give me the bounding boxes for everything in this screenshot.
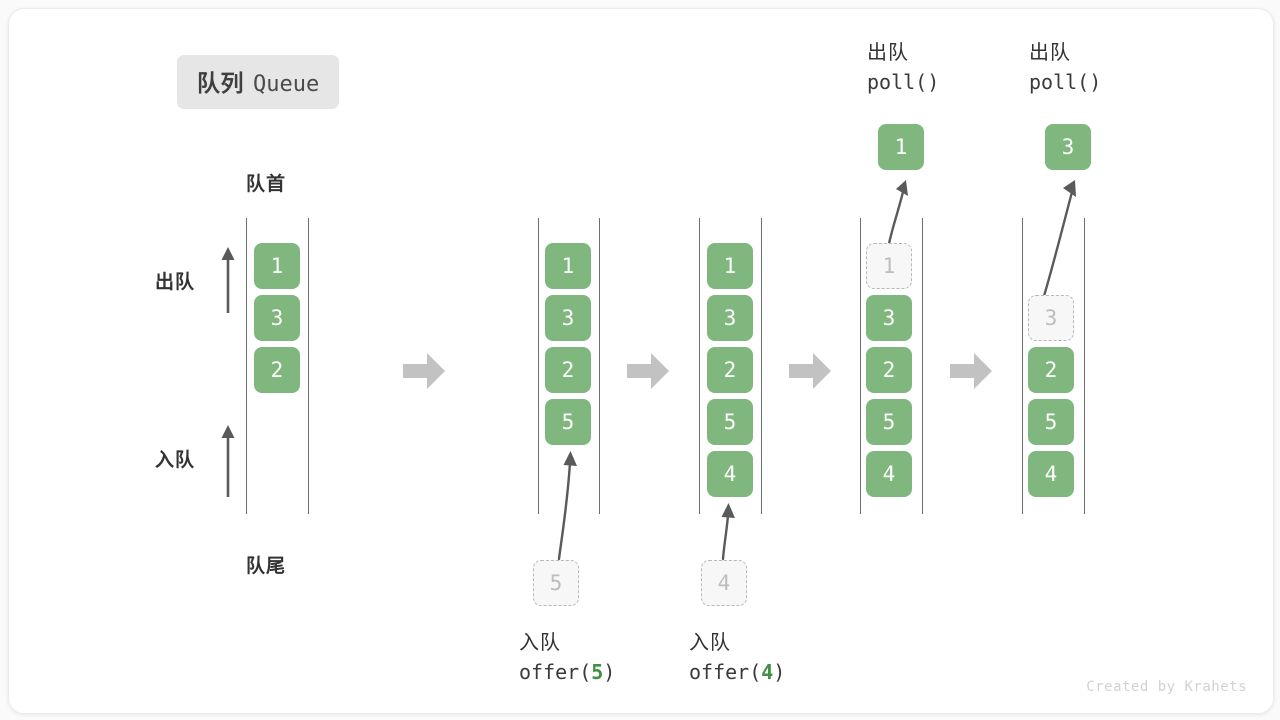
removed-element-ghost: 3 [1028, 295, 1074, 341]
rail-left-step-1 [246, 218, 247, 514]
diagram-card: 队列 Queue 队首 队尾 出队 入队 1 3 2 1 3 2 5 5 入队 … [8, 8, 1274, 714]
caption-cn: 出队 [867, 42, 909, 64]
queue-cell: 5 [866, 399, 912, 445]
queue-cell: 1 [254, 243, 300, 289]
queue-cell: 2 [707, 347, 753, 393]
step-transition-arrow-icon [789, 353, 831, 389]
dequeue-direction-label: 出队 [155, 272, 196, 293]
rail-right-step-4 [922, 218, 923, 514]
pending-element-ghost: 4 [701, 560, 747, 606]
rail-left-step-5 [1022, 218, 1023, 514]
caption-cn: 入队 [689, 632, 731, 654]
enqueue-direction-label: 入队 [155, 450, 196, 471]
queue-cell: 3 [866, 295, 912, 341]
title-english: Queue [253, 72, 320, 97]
dequeue-direction-arrow-icon [221, 247, 235, 313]
rail-right-step-2 [599, 218, 600, 514]
rail-left-step-4 [860, 218, 861, 514]
caption-cn: 入队 [519, 632, 561, 654]
queue-cell-inserted: 5 [545, 399, 591, 445]
caption-cn: 出队 [1029, 42, 1071, 64]
removed-element-ghost: 1 [866, 243, 912, 289]
popped-element: 3 [1045, 124, 1091, 170]
popped-element: 1 [878, 124, 924, 170]
queue-cell: 2 [545, 347, 591, 393]
rail-right-step-1 [308, 218, 309, 514]
queue-head-label: 队首 [246, 174, 287, 195]
queue-cell: 1 [545, 243, 591, 289]
caption-offer-5: 入队 offer(5) [519, 629, 615, 687]
rail-left-step-3 [699, 218, 700, 514]
step-transition-arrow-icon [950, 353, 992, 389]
queue-tail-label: 队尾 [246, 556, 287, 577]
caption-code-arg: 5 [591, 660, 604, 684]
rail-right-step-5 [1084, 218, 1085, 514]
caption-code: poll() [867, 70, 940, 94]
caption-code-post: ) [603, 660, 616, 684]
caption-code: offer(4) [689, 658, 785, 687]
queue-cell: 2 [866, 347, 912, 393]
caption-code: poll() [1029, 70, 1102, 94]
caption-code-post: ) [773, 660, 786, 684]
queue-cell-inserted: 4 [707, 451, 753, 497]
queue-cell: 4 [1028, 451, 1074, 497]
rail-left-step-2 [538, 218, 539, 514]
queue-cell: 3 [254, 295, 300, 341]
caption-offer-4: 入队 offer(4) [689, 629, 785, 687]
caption-poll-3: 出队 poll() [1029, 39, 1101, 97]
queue-cell: 1 [707, 243, 753, 289]
queue-cell: 5 [1028, 399, 1074, 445]
queue-cell: 5 [707, 399, 753, 445]
rail-right-step-3 [761, 218, 762, 514]
queue-cell: 4 [866, 451, 912, 497]
caption-poll-1: 出队 poll() [867, 39, 939, 97]
caption-code: offer(5) [519, 658, 615, 687]
watermark: Created by Krahets [1086, 679, 1247, 695]
caption-code-arg: 4 [761, 660, 774, 684]
queue-cell: 2 [254, 347, 300, 393]
queue-cell: 3 [707, 295, 753, 341]
enqueue-motion-arrow-icon [557, 451, 577, 561]
step-transition-arrow-icon [627, 353, 669, 389]
enqueue-direction-arrow-icon [221, 425, 235, 497]
queue-cell: 3 [545, 295, 591, 341]
caption-code-pre: offer( [689, 660, 762, 684]
pending-element-ghost: 5 [533, 560, 579, 606]
caption-code-pre: offer( [519, 660, 592, 684]
title-chinese: 队列 [197, 70, 244, 96]
step-transition-arrow-icon [403, 353, 445, 389]
queue-cell: 2 [1028, 347, 1074, 393]
dequeue-motion-arrow-icon [1039, 180, 1076, 308]
title-badge: 队列 Queue [177, 55, 340, 109]
enqueue-motion-arrow-icon [721, 503, 735, 561]
